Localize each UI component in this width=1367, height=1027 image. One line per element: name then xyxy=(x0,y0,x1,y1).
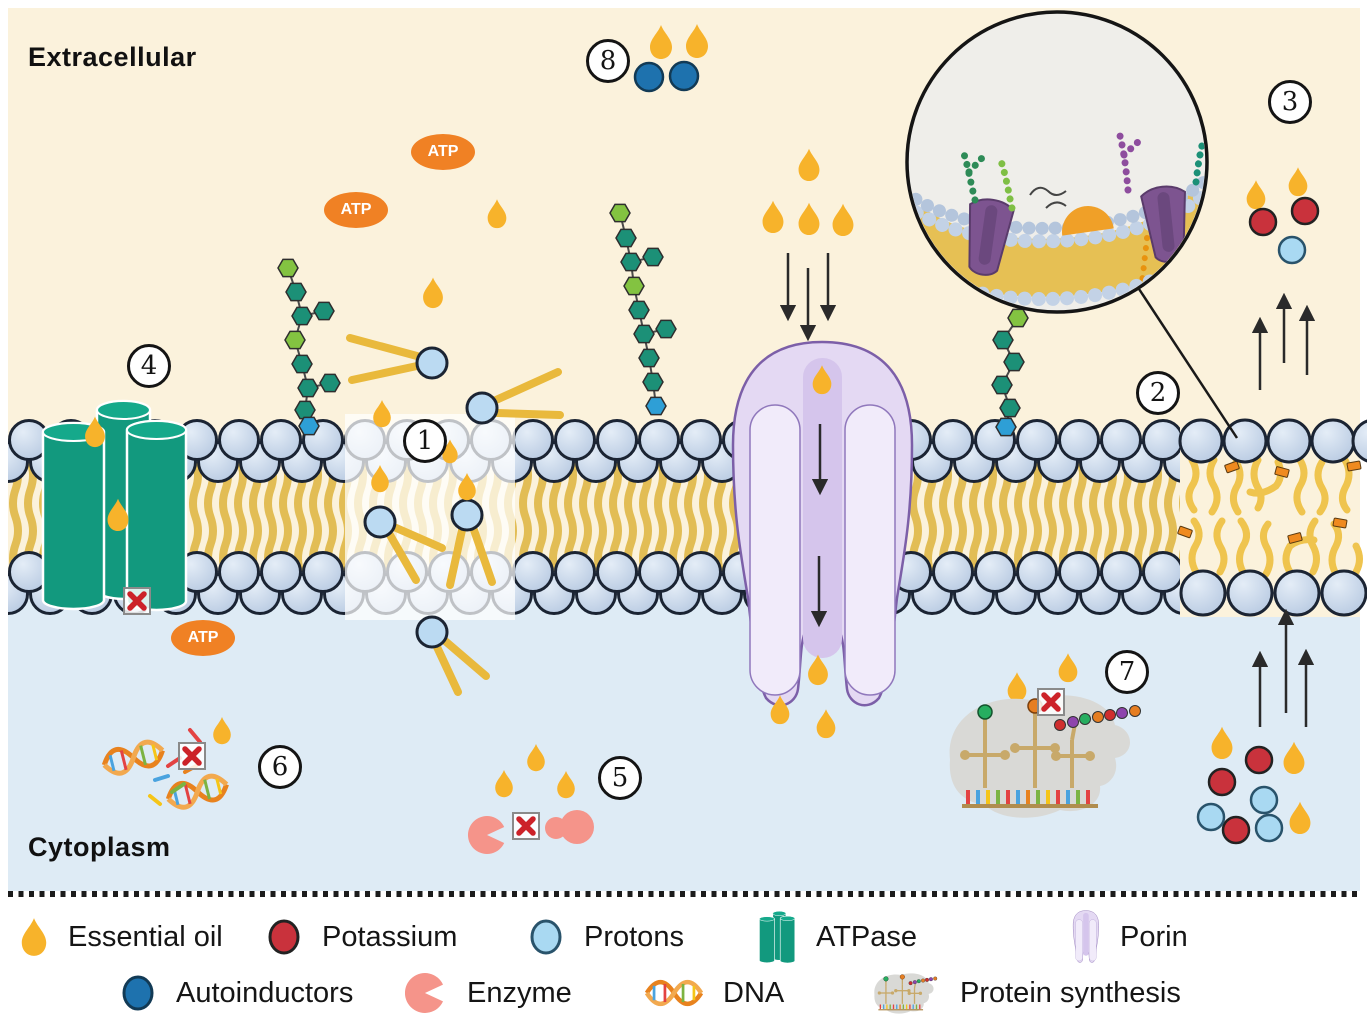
marker-3: 3 xyxy=(1268,80,1312,124)
free-phospholipids xyxy=(346,334,564,696)
amino-acid-chain xyxy=(1054,705,1141,731)
atp-molecule: ATP xyxy=(171,620,235,656)
legend-autoinductors: Autoinductors xyxy=(120,967,353,1019)
surface-glycan-chains xyxy=(277,203,1029,437)
porin-icon xyxy=(1072,910,1099,963)
legend-porin: Porin xyxy=(1072,910,1188,963)
protons-icon xyxy=(530,919,562,955)
legend-protons: Protons xyxy=(528,911,684,963)
legend-enzyme: Enzyme xyxy=(405,967,572,1019)
enzyme-icon xyxy=(405,973,444,1013)
legend-atpase: ATPase xyxy=(758,910,917,964)
marker-1: 1 xyxy=(403,419,447,463)
marker-7: 7 xyxy=(1105,650,1149,694)
potassium-ions xyxy=(1207,196,1320,845)
marker-5: 5 xyxy=(598,756,642,800)
disrupted-head-rows xyxy=(1178,418,1367,617)
flux-arrows xyxy=(779,253,1316,727)
marker-2: 2 xyxy=(1136,371,1180,415)
cytoplasm-label: Cytoplasm xyxy=(28,832,171,862)
legend-potassium: Potassium xyxy=(266,911,457,963)
atpase-protein xyxy=(41,399,188,612)
lipid-bilayer-membrane xyxy=(8,419,1360,615)
legend-essential-oil: Essential oil xyxy=(20,911,223,963)
marker-8: 8 xyxy=(586,39,630,83)
inset-pointer-line xyxy=(1137,288,1239,439)
marker-6: 6 xyxy=(258,745,302,789)
membrane-detail-inset xyxy=(905,10,1209,314)
legend-dna: DNA xyxy=(645,967,784,1019)
blocked-x-badges xyxy=(123,587,1065,840)
membrane-disrupted-section xyxy=(1177,417,1367,617)
proton-ions xyxy=(1196,235,1307,843)
legend-divider xyxy=(8,891,1360,897)
atp-molecule: ATP xyxy=(411,134,475,170)
extracellular-label: Extracellular xyxy=(28,42,197,72)
porin-channel xyxy=(731,340,914,707)
autoinductor-molecules xyxy=(633,60,700,93)
enzyme-inhibited xyxy=(467,810,594,854)
atp-molecule: ATP xyxy=(324,192,388,228)
protein-synthesis-complex xyxy=(949,695,1141,818)
dna-icon xyxy=(645,976,703,1010)
protein-synthesis-icon xyxy=(873,972,938,1015)
atpase-icon xyxy=(759,910,796,964)
essential-oil-icon xyxy=(21,918,47,956)
oil-intercalation-fragments xyxy=(1177,460,1362,544)
legend-protein-synthesis: Protein synthesis xyxy=(868,967,1181,1019)
potassium-icon xyxy=(268,919,300,955)
autoinductors-icon xyxy=(122,975,154,1011)
marker-4: 4 xyxy=(127,344,171,388)
